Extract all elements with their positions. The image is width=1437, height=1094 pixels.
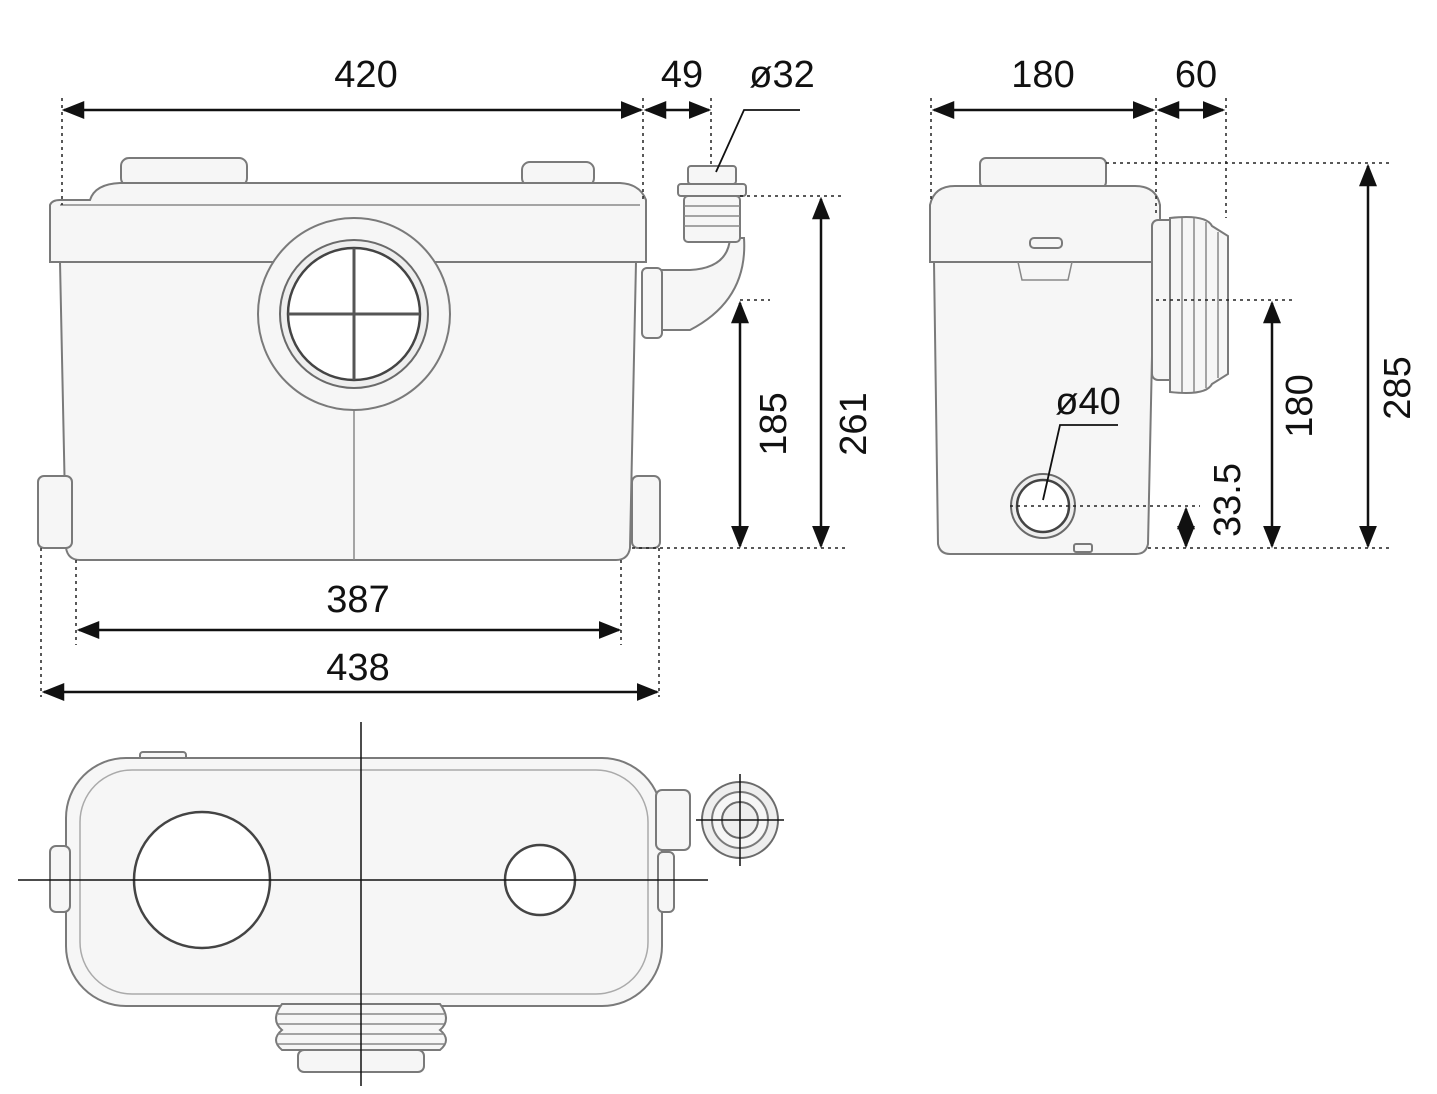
- side-inlet-bellows: [1169, 216, 1229, 394]
- top-outlet-stub: [655, 789, 691, 851]
- front-dimensions: 420 49 ø32 185 261 387 438: [40, 54, 875, 701]
- dim-label-285: 285: [1377, 356, 1419, 419]
- outlet-elbow: [645, 237, 746, 331]
- dim-label-60: 60: [1175, 54, 1217, 96]
- top-view: [18, 722, 784, 1086]
- dim-label-185: 185: [753, 392, 795, 455]
- top-cap-left: [120, 157, 248, 187]
- dim-label-33-5: 33.5: [1207, 463, 1249, 537]
- side-top-cap: [979, 157, 1107, 189]
- dim-label-438: 438: [326, 647, 389, 689]
- side-body: [932, 261, 1156, 555]
- dim-label-outlet-diameter: ø32: [749, 54, 814, 96]
- dim-label-261: 261: [833, 392, 875, 455]
- dim-label-420: 420: [334, 54, 397, 96]
- side-inlet-right: [631, 475, 661, 549]
- side-dimensions: 180 60 285 180 33.5 ø40: [930, 54, 1419, 549]
- front-view: [37, 157, 747, 561]
- dim-label-49: 49: [661, 54, 703, 96]
- dim-label-180-height: 180: [1279, 374, 1321, 437]
- dim-label-180-depth: 180: [1011, 54, 1074, 96]
- outlet-pipe: [683, 195, 741, 243]
- side-lid: [929, 185, 1161, 263]
- tank-body: [58, 261, 638, 561]
- dim-label-small-inlet-diameter: ø40: [1055, 381, 1120, 423]
- side-view: [929, 157, 1229, 555]
- dim-label-387: 387: [326, 579, 389, 621]
- side-inlet-left: [37, 475, 73, 549]
